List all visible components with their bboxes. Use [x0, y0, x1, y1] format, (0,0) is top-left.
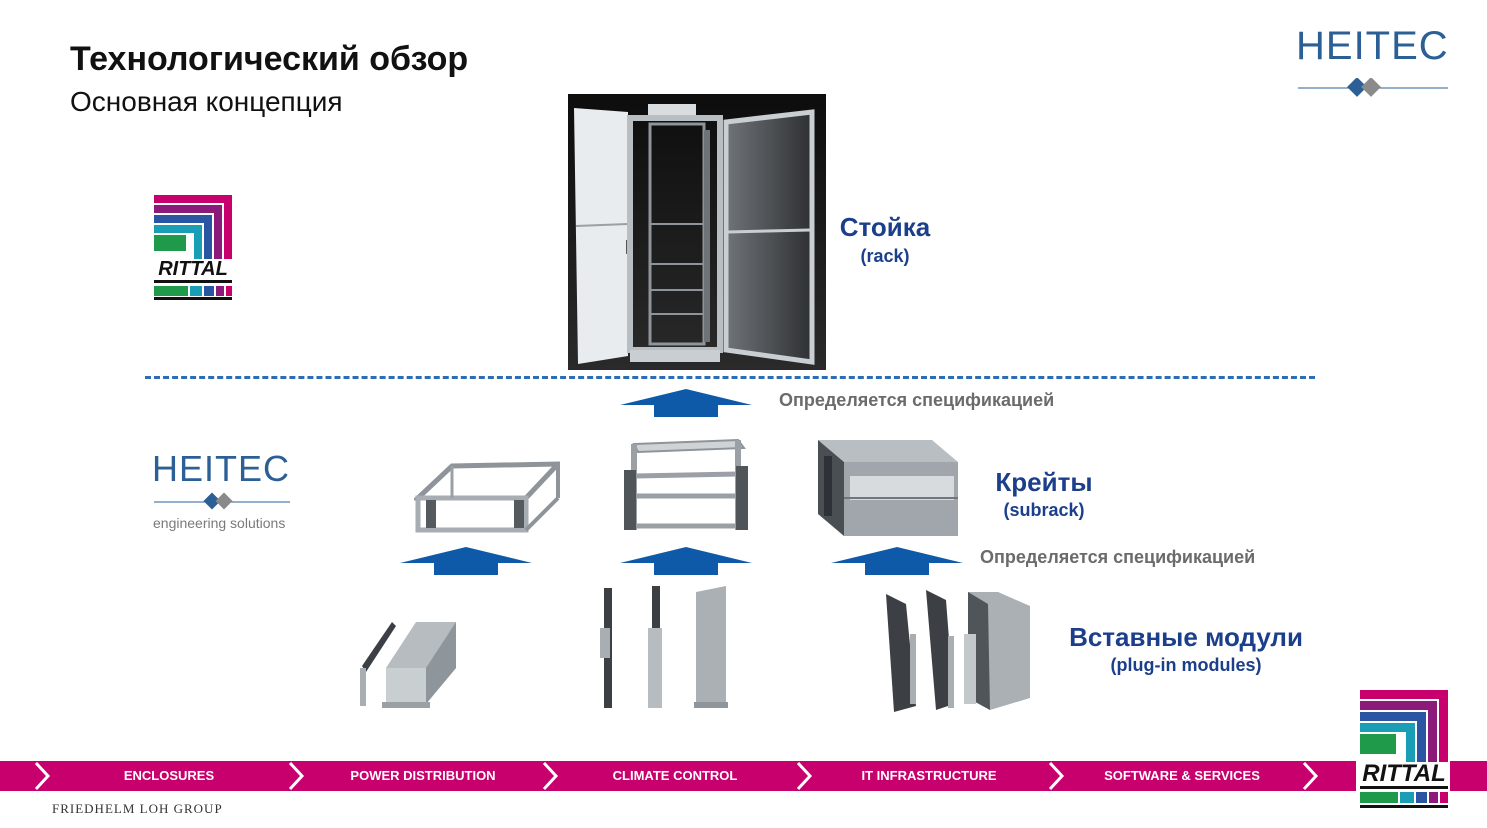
rittal-logo-right: RITTAL: [1356, 688, 1450, 814]
footer-segment-power-distribution[interactable]: POWER DISTRIBUTION: [350, 768, 496, 783]
chevron-right-icon: [1048, 761, 1065, 791]
chevron-right-icon: [1302, 761, 1319, 791]
chevron-right-icon: [288, 761, 305, 791]
subrack-frame-rails-image: [624, 438, 748, 530]
up-arrow-icon: [831, 547, 963, 575]
rack-cabinet-image: [568, 94, 826, 370]
rack-title: Стойка: [839, 212, 931, 242]
heitec-tagline: engineering solutions: [153, 515, 286, 531]
chevron-right-icon: [34, 761, 51, 791]
subrack-enclosure-image: [818, 440, 958, 536]
page-title: Технологический обзор: [70, 40, 469, 78]
heitec-logo-top: HEITEC: [1292, 24, 1452, 104]
plugin-module-group-1-image: [360, 622, 456, 708]
rack-subtitle: (rack): [860, 246, 910, 266]
group-name: FRIEDHELM LOH GROUP: [52, 801, 223, 816]
heitec-diamond-icon: [154, 492, 290, 510]
modules-title: Вставные модули: [1069, 622, 1303, 652]
rittal-logo-left: RITTAL: [154, 195, 232, 300]
page-subtitle: Основная концепция: [70, 86, 343, 117]
subrack-subtitle: (subrack): [1003, 500, 1085, 520]
up-arrow-icon: [400, 547, 532, 575]
footer-nav-band: ENCLOSURES POWER DISTRIBUTION CLIMATE CO…: [0, 761, 1487, 791]
heitec-logo-text: HEITEC: [152, 448, 291, 489]
heitec-diamond-icon: [1298, 78, 1448, 97]
footer-segment-it-infrastructure[interactable]: IT INFRASTRUCTURE: [861, 768, 997, 783]
chevron-right-icon: [542, 761, 559, 791]
subrack-frame-open-image: [414, 461, 560, 533]
plugin-module-group-2-image: [600, 586, 728, 708]
spec-label-bottom: Определяется спецификацией: [980, 547, 1256, 567]
footer-segment-software-services[interactable]: SOFTWARE & SERVICES: [1104, 768, 1260, 783]
rittal-logo-text: RITTAL: [158, 258, 228, 280]
chevron-right-icon: [796, 761, 813, 791]
plugin-module-group-3-image: [886, 590, 1030, 712]
up-arrow-icon: [620, 389, 752, 417]
heitec-logo-text: HEITEC: [1296, 24, 1449, 68]
footer-segment-climate-control[interactable]: CLIMATE CONTROL: [612, 768, 738, 783]
level-separator: [145, 376, 1315, 379]
spec-label-top: Определяется спецификацией: [779, 390, 1055, 410]
subrack-title: Крейты: [995, 467, 1093, 497]
footer-segment-enclosures[interactable]: ENCLOSURES: [123, 768, 215, 783]
up-arrow-icon: [620, 547, 752, 575]
modules-subtitle: (plug-in modules): [1110, 655, 1262, 675]
rittal-logo-text: RITTAL: [1362, 760, 1446, 787]
heitec-logo-mid: HEITEC engineering solutions: [150, 448, 300, 534]
